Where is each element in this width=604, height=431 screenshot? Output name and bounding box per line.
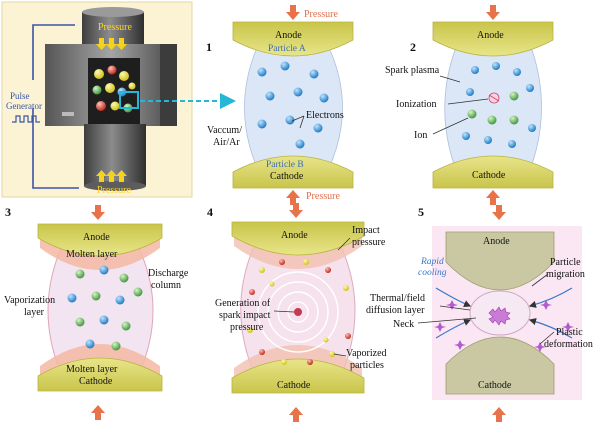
- stage-5-plastic-label-line1: Plastic: [556, 327, 583, 338]
- stage-2-ionization-label: Ionization: [396, 99, 437, 110]
- stage-2-particles: [462, 62, 536, 148]
- stage-4-generation-label-line2: spark impact: [219, 310, 271, 321]
- stage-5-cooling-arrows: [435, 287, 573, 339]
- stage-2-pressure-arrow-bottom: [486, 190, 500, 205]
- stage-2-anode: [432, 21, 554, 57]
- stage-4-anode: [231, 221, 365, 256]
- thermocouple: [62, 112, 74, 116]
- stage-3-pressure-arrow-top: [91, 205, 105, 220]
- stage-5-anode-label: Anode: [483, 236, 510, 247]
- stage-3-molten-layer-top: [40, 236, 160, 270]
- stage-2-cathode-label: Cathode: [472, 170, 506, 181]
- stage-3-cathode-label: Cathode: [79, 376, 113, 387]
- stage-4-generation-label-line3: pressure: [230, 322, 264, 333]
- pressure-arrows-top: [96, 38, 127, 50]
- stage-5-number: 5: [418, 205, 424, 219]
- stage-3-molten-layer-bottom: [40, 344, 160, 378]
- stage-1-number: 1: [206, 40, 212, 54]
- stage-2-pressure-arrow-top: [486, 5, 500, 20]
- stage-1-particle-a-label: Particle A: [268, 44, 306, 54]
- pressure-arrows-bottom: [96, 170, 127, 182]
- stage-3-vaporization-label-line2: layer: [24, 307, 45, 318]
- stage-5-thermal-label-line2: diffusion layer: [366, 305, 425, 316]
- stage-4-cathode-label: Cathode: [277, 380, 311, 391]
- stage-5-pressure-arrow-bottom: [492, 407, 506, 422]
- stage-4-molten-top: [234, 234, 362, 269]
- lower-punch: [84, 124, 146, 186]
- stage-3-discharge-label-line1: Discharge: [148, 268, 189, 279]
- stage-4-vaporized-particles: [247, 259, 351, 365]
- stage-4-pressure-arrow-bottom: [289, 407, 303, 422]
- stage-5-deformation-stars: [434, 300, 574, 352]
- stage-5-cathode: [445, 336, 555, 395]
- stage-4-impact-label-line2: pressure: [352, 237, 386, 248]
- stage-5-rapid-label-line2: cooling: [418, 268, 447, 278]
- stage-1-electrons-label: Electrons: [306, 110, 344, 121]
- stage-3-anode: [37, 223, 163, 257]
- stage-2-anode-label: Anode: [477, 30, 504, 41]
- pulse-generator-label-line1: Pulse: [10, 91, 30, 101]
- stage-3-pressure-arrow-bottom: [91, 405, 105, 420]
- stage-3-particles: [67, 265, 143, 351]
- stage-5-thermal-label-line1: Thermal/field: [370, 293, 425, 304]
- stage-1-medium-label-line2: Air/Ar: [213, 137, 240, 148]
- stage-5-neck-label: Neck: [393, 319, 414, 330]
- stage-4-vaporized-label-line2: particles: [350, 360, 384, 371]
- stage-5-panel: 5 Anode Cathode Rapid cooling: [366, 205, 593, 422]
- stage-5-pressure-arrow-top: [492, 205, 506, 220]
- zoom-highlight-box: [119, 91, 139, 109]
- stage-1-anode-label: Anode: [275, 30, 302, 41]
- circuit-wire: [32, 24, 79, 189]
- stage-1-pressure-top-label: Pressure: [304, 9, 338, 20]
- stage-3-cathode: [37, 357, 163, 392]
- stage-3-panel: 3 Anode Cathode Molten layer Molten laye…: [4, 205, 189, 420]
- stage-5-spark-icon: [488, 306, 511, 326]
- stage-1-cathode: [232, 155, 354, 189]
- stage-1-panel: 1 Pressure Anode Particle A Particle B C…: [206, 5, 354, 205]
- stage-2-panel: 2 Anode Cathode Spark plasma: [385, 5, 554, 205]
- stage-4-spark-center: [294, 308, 302, 316]
- stage-3-vaporization-label-line1: Vaporization: [4, 295, 55, 306]
- stage-4-vaporized-label-line1: Vaporized: [346, 348, 387, 359]
- stage-2-spark-plasma-label: Spark plasma: [385, 65, 440, 76]
- stage-5-anode: [445, 231, 555, 291]
- stage-4-cathode: [231, 358, 365, 394]
- stage-5-plastic-label-line2: deformation: [544, 339, 593, 350]
- stage-5-cathode-label: Cathode: [478, 380, 512, 391]
- stage-4-impact-label-line1: Impact: [352, 225, 380, 236]
- stage-5-migration-label-line1: Particle: [550, 257, 581, 268]
- stage-4-number: 4: [207, 205, 213, 219]
- stage-1-anode: [232, 21, 354, 57]
- stage-1-pressure-arrow-top: [286, 5, 300, 20]
- stage-5-rapid-label-line1: Rapid: [420, 257, 444, 267]
- stage-4-generation-label-line1: Generation of: [215, 298, 271, 309]
- stage-1-particle-b-label: Particle B: [266, 160, 304, 170]
- stage-5-migration-label-line2: migration: [546, 269, 585, 280]
- stage-3-number: 3: [5, 205, 11, 219]
- stage-3-molten-bottom-label: Molten layer: [66, 364, 118, 375]
- stage-3-anode-label: Anode: [83, 232, 110, 243]
- pulse-generator-label-line2: Generator: [6, 101, 42, 111]
- device-panel: Pressure Pressure Pulse Generator: [1, 1, 193, 198]
- stage-4-panel: 4 Anode Cathode: [207, 203, 387, 422]
- stage-1-pressure-bottom-label: Pressure: [306, 191, 340, 202]
- device-pressure-bottom-label: Pressure: [97, 185, 131, 196]
- stage-4-anode-label: Anode: [281, 230, 308, 241]
- stage-2-number: 2: [410, 40, 416, 54]
- stage-1-pressure-arrow-bottom: [286, 190, 300, 205]
- stage-1-cathode-label: Cathode: [270, 171, 304, 182]
- pulse-wave-icon: [12, 115, 40, 123]
- stage-1-electrons: [257, 61, 329, 149]
- stage-1-medium-label-line1: Vaccum/: [207, 125, 242, 136]
- device-pressure-top-label: Pressure: [98, 22, 132, 33]
- stage-3-molten-top-label: Molten layer: [66, 249, 118, 260]
- stage-2-cathode: [432, 155, 554, 189]
- stage-3-discharge-label-line2: column: [151, 280, 181, 291]
- stage-2-ion-label: Ion: [414, 130, 427, 141]
- stage-4-pressure-arrow-top: [289, 203, 303, 218]
